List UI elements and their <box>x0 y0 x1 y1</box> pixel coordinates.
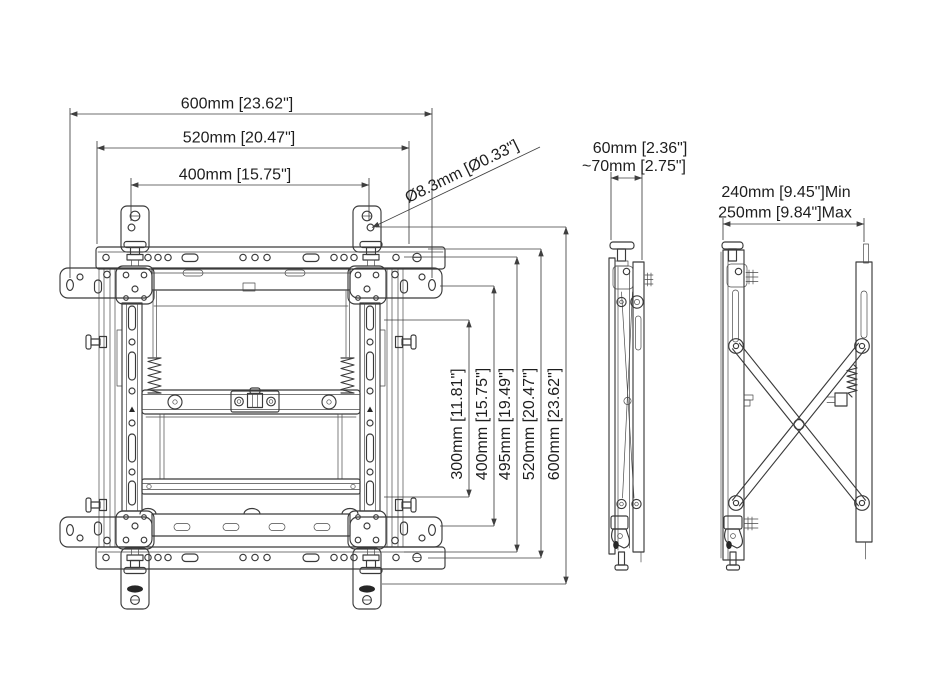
spring-screw-top-right <box>359 240 383 267</box>
dim-height-495-label: 495mm [19.49"] <box>497 368 514 480</box>
tension-spring <box>826 364 858 407</box>
corner-plate-top-left <box>59 265 155 305</box>
tv-rail <box>855 261 873 543</box>
spring-screw-top-left <box>123 240 147 267</box>
lock-pin <box>644 272 654 287</box>
scissor-arms <box>728 338 870 511</box>
lower-bar <box>141 478 361 495</box>
dim-height-300-label: 300mm [11.81"] <box>449 368 466 479</box>
wall-plate <box>608 257 616 555</box>
dimension-width-600: 600mm [23.62"] <box>69 96 433 278</box>
top-crossbar <box>151 267 351 307</box>
lock-pin-bottom <box>743 516 759 531</box>
spring-screw-bottom-left <box>123 548 147 575</box>
spring-screw-bottom-right <box>359 548 383 575</box>
bottom-crossbar <box>139 507 359 537</box>
dim-extension-240-label: 240mm [9.45"]Min <box>721 184 850 201</box>
left-tv-column <box>121 302 143 512</box>
dim-height-520-label: 520mm [20.47"] <box>521 368 538 480</box>
dimension-extension: 240mm [9.45"]Min 250mm [9.84"]Max <box>718 184 865 242</box>
bottom-wall-hook <box>610 515 631 571</box>
corner-plate-top-right <box>347 265 443 305</box>
top-right-tab <box>352 205 382 253</box>
dim-depth-60-label: 60mm [2.36"] <box>593 140 688 157</box>
right-outer-rail <box>379 268 417 548</box>
side-view-extended <box>720 241 873 571</box>
top-adjust-screw <box>609 241 635 267</box>
dimension-height-600: 600mm [23.62"] <box>376 226 569 585</box>
dim-width-400-label: 400mm [15.75"] <box>179 167 291 184</box>
folded-arms <box>621 291 635 499</box>
front-view <box>59 205 446 610</box>
dim-width-520-label: 520mm [20.47"] <box>183 130 295 147</box>
lock-pin-top <box>745 269 759 285</box>
dimension-height-400: 400mm [15.75"] <box>440 285 497 527</box>
dimension-height-520: 520mm [20.47"] <box>428 248 544 559</box>
dim-depth-70-label: ~70mm [2.75"] <box>582 158 686 175</box>
latch-bar <box>141 387 361 480</box>
dim-width-600-label: 600mm [23.62"] <box>181 96 293 113</box>
corner-plate-bottom-left <box>59 510 155 550</box>
right-tv-column <box>359 302 381 512</box>
dimension-width-400: 400mm [15.75"] <box>130 167 370 221</box>
dim-height-400-label: 400mm [15.75"] <box>474 368 491 480</box>
dim-extension-250-label: 250mm [9.84"]Max <box>718 205 852 222</box>
tv-bracket-plate <box>632 261 645 553</box>
dimension-depth-collapsed: 60mm [2.36"] ~70mm [2.75"] <box>582 140 687 260</box>
dimension-height-495: 495mm [19.49"] <box>404 256 520 553</box>
center-latch <box>230 387 280 413</box>
wall-rail <box>722 249 745 561</box>
left-outer-rail <box>85 268 123 548</box>
dimension-width-520: 520mm [20.47"] <box>96 130 410 244</box>
bottom-wall-hook <box>723 515 744 571</box>
dim-height-600-label: 600mm [23.62"] <box>546 368 563 480</box>
top-adjust-screw <box>721 241 744 262</box>
top-left-tab <box>120 205 150 253</box>
dimension-height-300: 300mm [11.81"] <box>384 319 472 498</box>
side-view-collapsed <box>608 241 654 571</box>
dim-hole-diameter-label: Ø8.3mm [Ø0.33"] <box>403 137 522 207</box>
dimension-hole-diameter: Ø8.3mm [Ø0.33"] <box>371 137 541 228</box>
corner-plate-bottom-right <box>347 510 443 550</box>
